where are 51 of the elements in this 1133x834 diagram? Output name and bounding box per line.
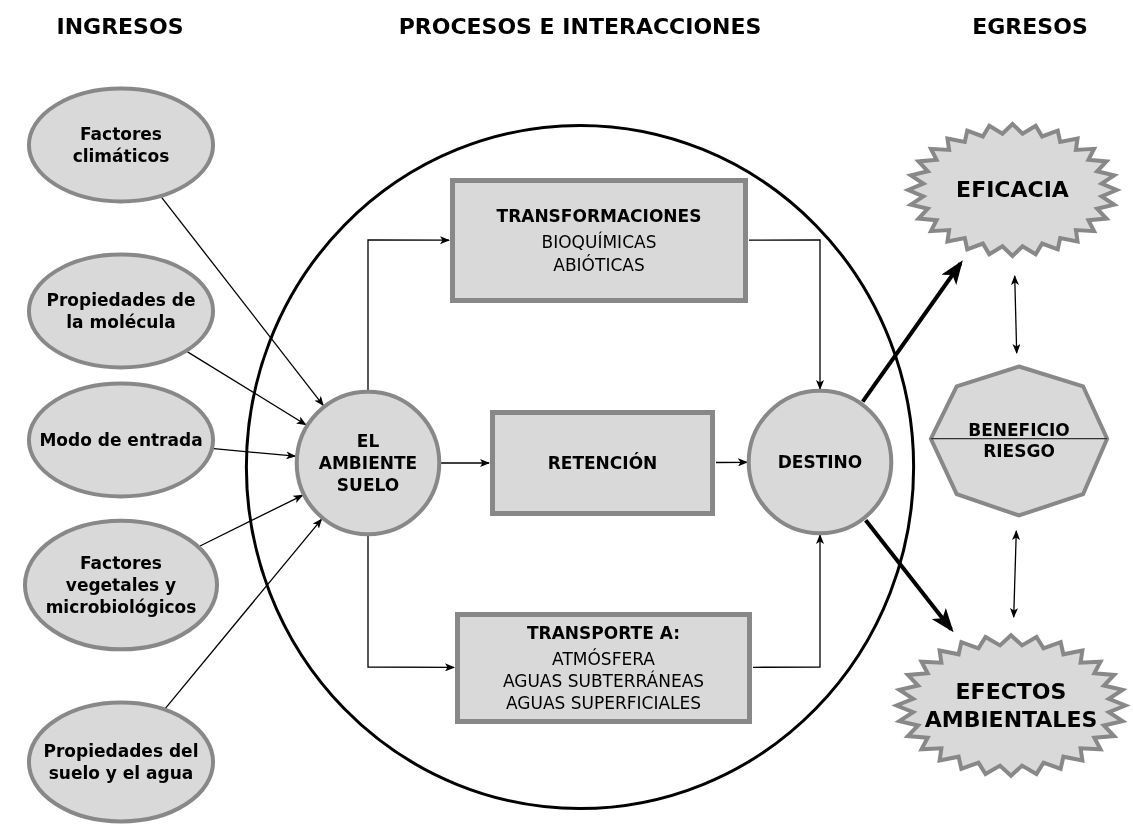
node-label: EFECTOS AMBIENTALES xyxy=(923,678,1099,733)
node-label: Propiedades del suelo y el agua xyxy=(42,739,200,785)
arrow xyxy=(160,196,324,407)
box-item-text: AGUAS SUBTERRÁNEAS xyxy=(502,670,705,693)
node-label: RETENCIÓN xyxy=(547,451,658,475)
column-heading: PROCESOS E INTERACCIONES xyxy=(398,14,762,39)
input-ellipse xyxy=(28,383,214,497)
box-item-text: ATMÓSFERA xyxy=(552,647,655,670)
arrow xyxy=(440,459,490,467)
arrow xyxy=(748,239,824,390)
arrow xyxy=(213,448,297,460)
arrow xyxy=(1009,530,1021,618)
column-heading: EGRESOS xyxy=(972,14,1088,39)
input-ellipse xyxy=(296,391,440,535)
box-item-text: BIOQUÍMICAS xyxy=(541,231,657,254)
node-label: RIESGO xyxy=(983,441,1055,463)
node-label: Factores climáticos xyxy=(71,122,171,168)
node-label: Factores vegetales y microbiológicos xyxy=(44,551,198,619)
column-heading: INGRESOS xyxy=(56,14,184,39)
node-label: Modo de entrada xyxy=(39,428,203,452)
process-box xyxy=(450,178,748,303)
box-heading: TRANSFORMACIONES xyxy=(496,205,702,228)
arrow xyxy=(367,236,450,391)
arrow xyxy=(861,260,963,403)
node-label: EFICACIA xyxy=(956,176,1069,204)
node-label: EL AMBIENTE SUELO xyxy=(317,429,419,497)
arrow xyxy=(715,458,748,467)
box-item-text: AGUAS SUPERFICIALES xyxy=(505,692,702,715)
node-label: BENEFICIO xyxy=(968,419,1070,441)
input-ellipse xyxy=(28,254,214,368)
process-box xyxy=(490,410,715,516)
balance-octagon xyxy=(930,365,1108,517)
arrow xyxy=(164,518,323,709)
outcome-starburst xyxy=(893,633,1129,778)
input-ellipse xyxy=(748,390,892,534)
arrow xyxy=(186,351,307,426)
input-ellipse xyxy=(28,702,214,822)
arrow xyxy=(1010,275,1021,354)
outcome-starburst xyxy=(905,122,1120,258)
input-ellipse xyxy=(24,520,218,650)
arrow xyxy=(864,518,954,633)
arrow xyxy=(752,534,824,668)
box-heading: TRANSPORTE A: xyxy=(527,621,680,644)
arrow xyxy=(367,535,455,672)
arrow xyxy=(199,494,304,547)
node-label: DESTINO xyxy=(777,450,863,474)
system-boundary-circle xyxy=(243,122,917,812)
box-item-text: ABIÓTICAS xyxy=(553,253,645,276)
node-label: Propiedades de la molécula xyxy=(45,288,197,334)
input-ellipse xyxy=(28,88,214,202)
process-box xyxy=(455,612,752,724)
